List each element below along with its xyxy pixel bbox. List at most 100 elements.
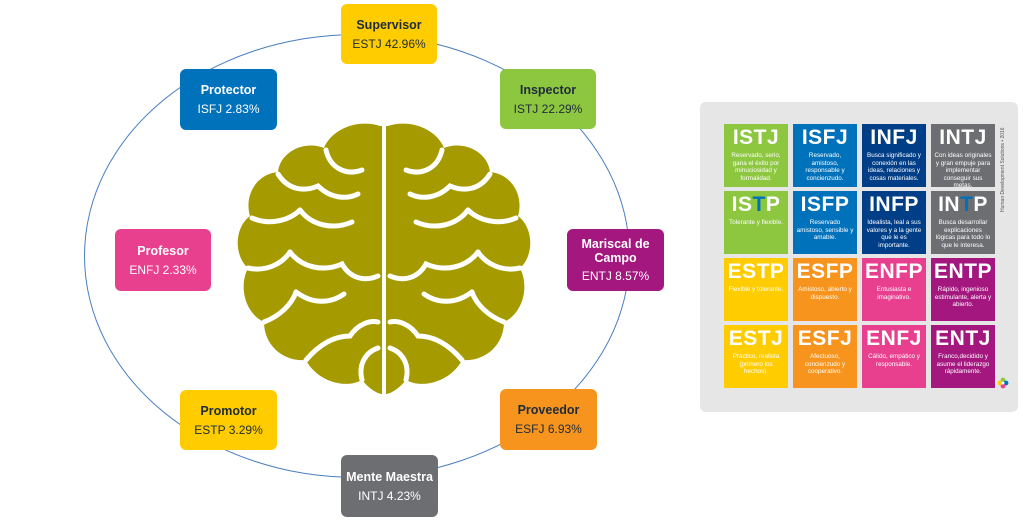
mbti-description: Rápido, ingenioso estimulante, alerta y … xyxy=(934,286,992,309)
node-value: ENFJ 2.33% xyxy=(129,262,197,277)
mbti-description: Franco,decidido y asume el liderazgo ráp… xyxy=(936,353,990,376)
mbti-description: Tolerante y flexible. xyxy=(729,219,783,226)
mbti-letter: N xyxy=(875,193,892,216)
mbti-letter: T xyxy=(756,260,770,283)
mbti-letter: F xyxy=(825,260,839,283)
node-title: Inspector xyxy=(519,82,577,97)
mbti-description: Práctico, realista (primero los hechos). xyxy=(732,353,780,376)
mbti-description: Afectuoso, concienzudo y cooperativo. xyxy=(804,353,846,376)
node-promotor: Promotor ESTP 3.29% xyxy=(180,390,277,450)
mbti-description: Entusiasta e imaginativo. xyxy=(876,286,912,301)
mbti-letter: P xyxy=(838,260,854,283)
mbti-letter: S xyxy=(812,327,827,350)
mbti-letter: J xyxy=(840,327,853,350)
mbti-letter: J xyxy=(767,126,780,149)
node-profesor: Profesor ENFJ 2.33% xyxy=(115,229,211,291)
mbti-letter: P xyxy=(765,193,781,216)
mbti-letter: P xyxy=(904,193,919,216)
mbti-description: Con ideas originales y gran empuje para … xyxy=(934,152,992,187)
mbti-letter: N xyxy=(949,327,966,350)
mbti-letter: P xyxy=(973,193,988,216)
mbti-letter: T xyxy=(960,193,974,216)
mbti-letter: N xyxy=(945,126,962,149)
mbti-letter: F xyxy=(896,327,910,350)
mbti-letter: F xyxy=(891,193,905,216)
node-value: INTJ 4.23% xyxy=(358,488,421,503)
mbti-letter: J xyxy=(836,126,849,149)
mbti-letter: F xyxy=(895,260,909,283)
mbti-letter: N xyxy=(876,126,893,149)
mbti-letter: I xyxy=(801,126,809,149)
mbti-letter: P xyxy=(908,260,924,283)
mbti-description: Busca significado y conexión en las idea… xyxy=(867,152,921,182)
flower-logo-icon xyxy=(997,377,1009,389)
mbti-letter: S xyxy=(743,327,758,350)
mbti-letter: J xyxy=(978,327,991,350)
mbti-letter: I xyxy=(939,126,946,149)
mbti-letter: E xyxy=(864,260,880,283)
mbti-letter: N xyxy=(880,327,897,350)
node-title: Proveedor xyxy=(517,403,580,417)
mbti-letter: P xyxy=(769,260,785,283)
mbti-letter: I xyxy=(731,193,738,216)
node-value: ISTJ 22.29% xyxy=(513,101,583,116)
mbti-description: Busca desarrollar explicaciones lógicas … xyxy=(935,219,991,249)
node-title: Mariscal de Campo xyxy=(581,237,650,265)
node-supervisor: Supervisor ESTJ 42.96% xyxy=(341,4,437,64)
mbti-letter: N xyxy=(948,260,965,283)
mbti-letter: T xyxy=(757,327,772,350)
node-title: Supervisor xyxy=(356,17,422,32)
mbti-description: Reservado, serio, gana el éxito por minu… xyxy=(731,152,781,182)
mbti-letter: P xyxy=(977,260,993,283)
mbti-letter: J xyxy=(771,327,784,350)
mbti-letter: E xyxy=(796,260,812,283)
mbti-letter: J xyxy=(905,126,918,149)
mbti-description: Reservado, amistoso, responsable y conci… xyxy=(805,152,845,182)
mbti-letter: S xyxy=(737,193,753,216)
node-mariscal-de-campo: Mariscal de Campo ENTJ 8.57% xyxy=(567,229,664,291)
mbti-letter: F xyxy=(821,193,835,216)
mbti-letter: F xyxy=(826,327,841,350)
mbti-letter: S xyxy=(739,126,754,149)
mbti-letter: F xyxy=(892,126,906,149)
mbti-letter: J xyxy=(974,126,987,149)
node-mente-maestra: Mente Maestra INTJ 4.23% xyxy=(341,455,438,517)
mbti-letter: E xyxy=(728,327,744,350)
mbti-description: Amistoso, abierto y dispuesto. xyxy=(798,286,852,301)
brain-icon xyxy=(237,123,531,395)
mbti-description: Flexible y tolerante. xyxy=(728,286,784,293)
mbti-letter: E xyxy=(797,327,813,350)
mbti-letter: S xyxy=(806,193,822,216)
mbti-letter: T xyxy=(965,327,979,350)
node-title: Mente Maestra xyxy=(346,469,433,484)
mbti-letter: I xyxy=(938,193,945,216)
node-value: ENTJ 8.57% xyxy=(581,269,650,283)
node-value: ESFJ 6.93% xyxy=(515,422,582,436)
mbti-description: Cálido, empático y responsable. xyxy=(868,353,920,368)
credit-text: Human Development Solutions • 2016 xyxy=(1000,127,1006,212)
mbti-letter: E xyxy=(727,260,743,283)
